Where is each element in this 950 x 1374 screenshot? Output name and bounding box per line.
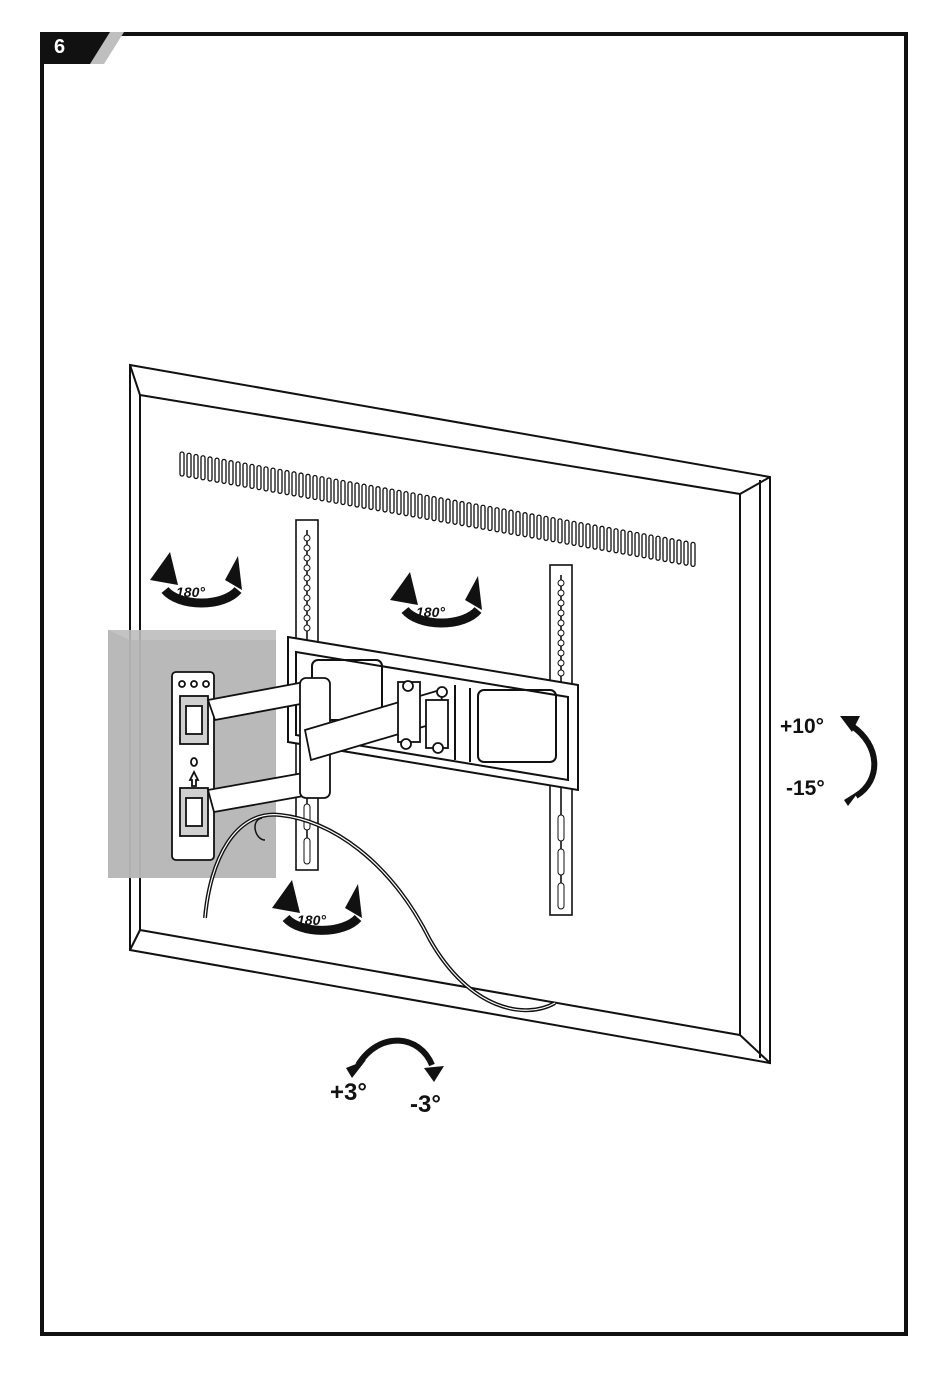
rail-hole (558, 620, 564, 626)
rail-hole (304, 545, 310, 551)
rail-hole (558, 630, 564, 636)
rail-slot (304, 804, 310, 830)
rail-hole (304, 605, 310, 611)
rail-slot (304, 838, 310, 864)
rail-hole (304, 565, 310, 571)
rail-hole (558, 640, 564, 646)
level-plus-label: +3° (330, 1079, 367, 1106)
rail-hole (558, 600, 564, 606)
rail-slot (558, 815, 564, 841)
rail-slot (558, 849, 564, 875)
rail-hole (558, 610, 564, 616)
rail-hole (558, 670, 564, 676)
level-minus-label: -3° (410, 1091, 441, 1118)
rail-hole (304, 535, 310, 541)
rail-hole (304, 585, 310, 591)
swivel-label-left: 180° (176, 584, 205, 600)
tilt-arrow-icon (840, 716, 874, 806)
rail-hole (558, 590, 564, 596)
rail-hole (304, 555, 310, 561)
tilt-down-label: -15° (786, 777, 825, 800)
rail-hole (558, 650, 564, 656)
level-arrow-icon (346, 1041, 444, 1082)
swivel-label-bottom: 180° (297, 912, 326, 928)
rail-hole (304, 575, 310, 581)
rail-hole (558, 580, 564, 586)
tilt-up-label: +10° (780, 715, 824, 738)
rail-hole (304, 615, 310, 621)
rail-slot (558, 883, 564, 909)
swivel-label-center: 180° (416, 604, 445, 620)
rail-hole (304, 625, 310, 631)
rail-hole (304, 595, 310, 601)
rail-hole (558, 660, 564, 666)
